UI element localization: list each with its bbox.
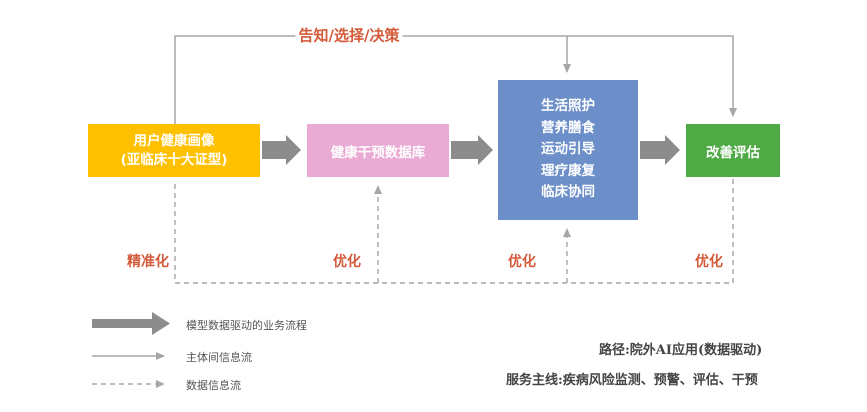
intervention-database-label: 健康干预数据库: [330, 144, 426, 161]
top-feedback-loop: [174, 35, 737, 124]
legend-thick-arrow-label: 模型数据驱动的业务流程: [186, 319, 307, 332]
service-item-nutrition: 营养膳食: [541, 119, 595, 136]
process-arrows: [262, 135, 680, 165]
service-mainline-caption: 服务主线:疾病风险监测、预警、评估、干预: [506, 373, 758, 388]
bottom-data-loop: [174, 177, 734, 284]
loop-line-left: [174, 35, 737, 124]
data-line-bottom: [174, 177, 734, 284]
improvement-evaluation-label: 改善评估: [706, 144, 760, 161]
process-arrow-1: [262, 135, 301, 165]
legend-solid-arrow-label: 主体间信息流: [186, 351, 252, 364]
service-item-rehab: 理疗康复: [541, 162, 595, 179]
service-item-care: 生活照护: [541, 98, 595, 115]
user-health-profile-subtitle: (亚临床十大证型): [120, 151, 228, 168]
precision-label: 精准化: [127, 254, 169, 270]
user-health-profile-node: 用户健康画像 (亚临床十大证型): [88, 124, 260, 177]
legend-thick-arrow-symbol: [92, 312, 170, 335]
process-arrow-3: [640, 135, 680, 165]
process-arrow-2: [451, 135, 493, 165]
service-item-clinical: 临床协同: [541, 184, 595, 201]
optimize-label-services: 优化: [508, 254, 536, 270]
legend-dashed-arrow-label: 数据信息流: [186, 379, 241, 392]
legend-symbols: [92, 312, 170, 388]
user-health-profile-title: 用户健康画像: [133, 132, 215, 149]
optimize-label-evaluation: 优化: [695, 254, 723, 270]
optimize-label-db: 优化: [333, 254, 361, 270]
improvement-evaluation-node: 改善评估: [686, 124, 780, 177]
service-item-exercise: 运动引导: [541, 141, 595, 158]
services-node: 生活照护 营养膳食 运动引导 理疗康复 临床协同: [498, 80, 638, 220]
decision-loop-label: 告知/选择/决策: [295, 24, 403, 46]
intervention-database-node: 健康干预数据库: [307, 124, 449, 177]
path-caption: 路径:院外AI应用(数据驱动): [599, 343, 763, 358]
